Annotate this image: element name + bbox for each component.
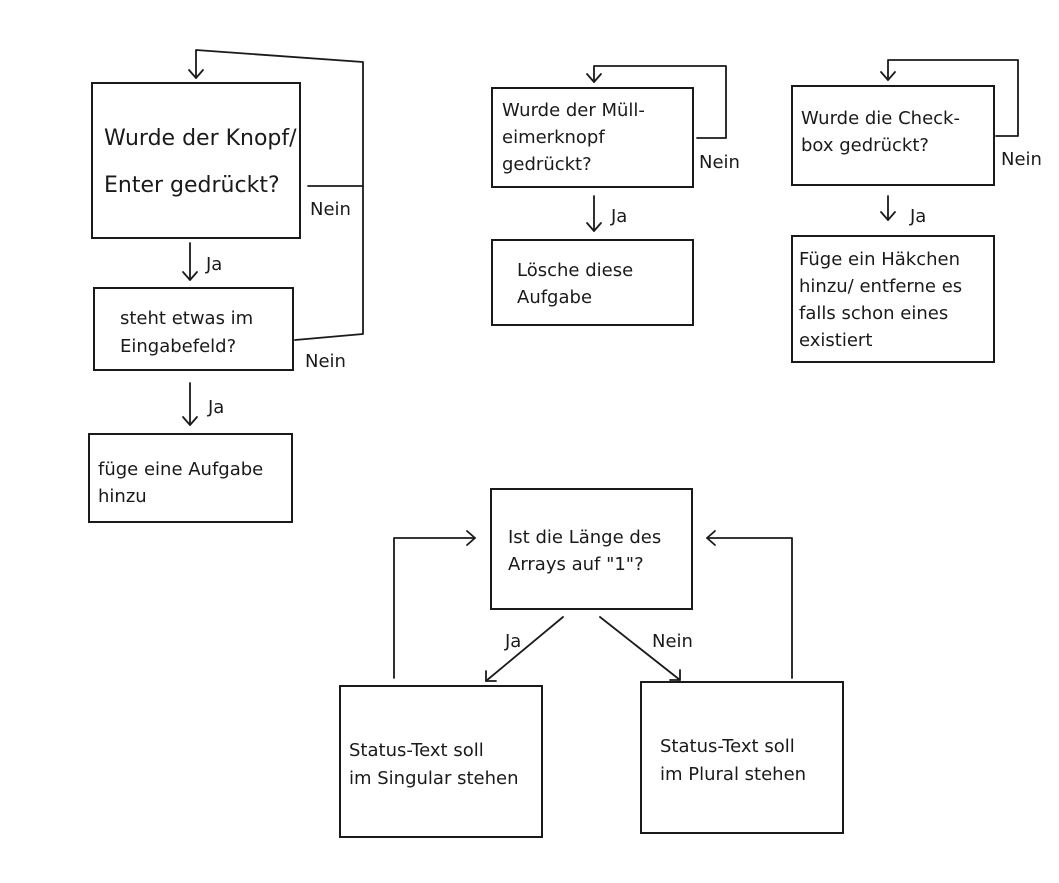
flow1-action-line2: hinzu: [98, 486, 147, 507]
flow4-singular-return-arrowhead: [466, 530, 476, 546]
flow2-no-label: Nein: [699, 152, 740, 173]
flow1-check-input-line1: steht etwas im: [120, 308, 253, 329]
flow4-yes-label: Ja: [504, 631, 521, 652]
flow1-yes2-arrowhead: [182, 416, 198, 426]
flow1-no1-label: Nein: [310, 199, 351, 220]
flow3-action-line3: falls schon eines: [799, 303, 948, 324]
flow4-plural-line2: im Plural stehen: [660, 764, 806, 785]
flow1-question-line2: Enter gedrückt?: [104, 173, 280, 198]
flow1-action-box: [88, 433, 293, 523]
flow1-check-input-line2: Eingabefeld?: [120, 336, 236, 357]
flow2-question-box: [491, 87, 694, 188]
flow4-plural-return-line: [706, 537, 793, 679]
flow2-no-loop-line: [593, 65, 727, 139]
flow2: Wurde der Müll- eimerknopf gedrückt? Nei…: [491, 65, 740, 326]
flow4-question-line1: Ist die Länge des: [508, 527, 661, 548]
flow2-top-arrowhead: [586, 73, 602, 83]
flow2-question-line3: gedrückt?: [502, 154, 592, 175]
flow2-action-line2: Aufgabe: [517, 287, 592, 308]
flow4-plural-line1: Status-Text soll: [660, 736, 795, 757]
flow2-yes-label: Ja: [610, 206, 627, 227]
flow4-question-box: [490, 488, 693, 610]
flow4-singular-box: [339, 685, 543, 838]
flow4-no-arrowhead: [669, 669, 681, 681]
flow1-question-box: [91, 82, 301, 239]
flow1-no1-loop-line: [195, 49, 364, 187]
flow3-question-line1: Wurde die Check-: [801, 108, 960, 129]
flow3: Wurde die Check- box gedrückt? Nein Ja F…: [791, 59, 1042, 363]
flow4-singular-return-line: [393, 537, 476, 679]
flow3-question-line2: box gedrückt?: [801, 135, 929, 156]
flow2-question-line1: Wurde der Müll-: [502, 100, 645, 121]
flow4-yes-arrow-line: [485, 616, 564, 682]
flow1-yes2-label: Ja: [207, 397, 224, 418]
flow4-no-arrow-line: [599, 616, 681, 681]
flow3-action-line2: hinzu/ entferne es: [799, 276, 962, 297]
flow4-singular-line2: im Singular stehen: [349, 768, 518, 789]
flow1-question-line1: Wurde der Knopf/: [104, 126, 297, 151]
flow3-no-label: Nein: [1001, 149, 1042, 170]
flow1-no2-loop-line: [294, 185, 364, 341]
flow4-question-line2: Arrays auf "1"?: [508, 554, 644, 575]
flow4-plural-return-arrowhead: [706, 530, 716, 546]
flow1-action-line1: füge eine Aufgabe: [98, 459, 263, 480]
flow2-action-line1: Lösche diese: [517, 260, 633, 281]
flow3-action-box: [791, 235, 995, 363]
flow4-no-label: Nein: [652, 631, 693, 652]
flow3-no-loop-line: [887, 59, 1019, 137]
flow1: Wurde der Knopf/ Enter gedrückt? Nein Ja…: [88, 49, 364, 523]
flow1-top-arrowhead: [188, 69, 204, 79]
flow1-yes1-label: Ja: [205, 254, 222, 275]
flow4-plural-box: [640, 681, 844, 834]
flow3-question-box: [791, 85, 995, 186]
flow4: Ist die Länge des Arrays auf "1"? Ja Nei…: [339, 488, 844, 838]
flow3-action-line1: Füge ein Häkchen: [799, 249, 960, 270]
flow3-action-line4: existiert: [799, 330, 872, 351]
flow4-yes-arrowhead: [485, 670, 497, 682]
flow1-no2-label: Nein: [305, 351, 346, 372]
flow2-yes-arrowhead: [586, 222, 602, 232]
flow3-top-arrowhead: [880, 71, 896, 81]
flow3-yes-arrowhead: [880, 211, 896, 221]
flow2-action-box: [491, 239, 694, 326]
flow4-singular-line1: Status-Text soll: [349, 740, 484, 761]
flow3-yes-label: Ja: [909, 206, 926, 227]
flow1-check-input-box: [93, 287, 294, 371]
flow2-question-line2: eimerknopf: [502, 127, 605, 148]
flow1-yes1-arrowhead: [182, 271, 198, 281]
